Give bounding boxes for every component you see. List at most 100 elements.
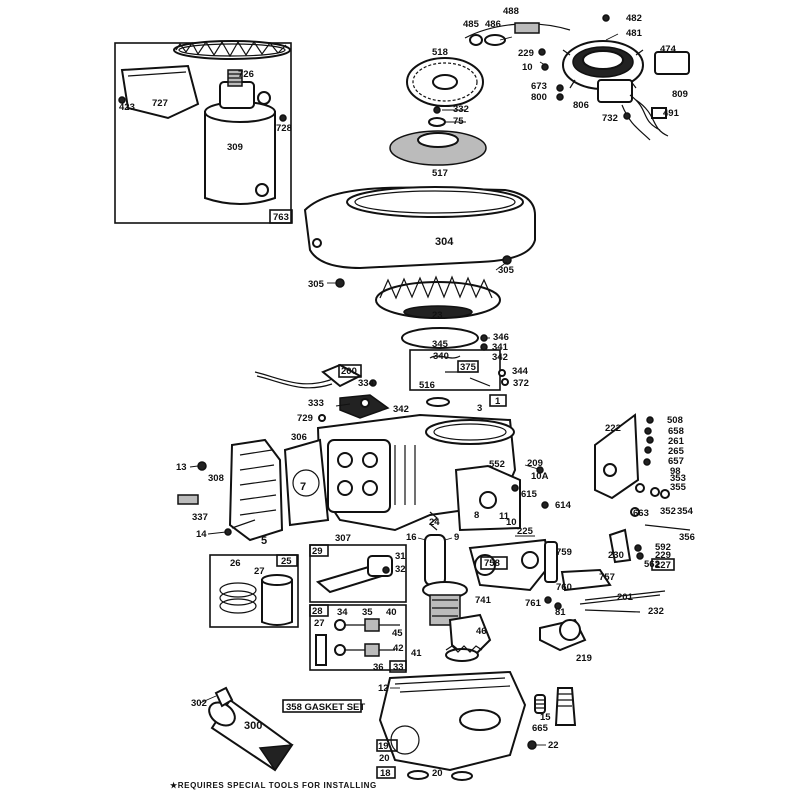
nut-332 — [433, 106, 441, 114]
label-482: 482 — [626, 13, 642, 24]
screw-305-right — [502, 255, 512, 265]
label-7: 7 — [300, 481, 306, 493]
label-758: 758 — [484, 558, 500, 569]
label-36: 36 — [373, 662, 384, 673]
part-491 — [651, 107, 667, 119]
label-726: 726 — [238, 69, 254, 80]
label-229-right: 229 — [655, 550, 671, 561]
label-757: 757 — [599, 572, 615, 583]
label-29-box — [309, 544, 329, 557]
label-28: 28 — [312, 606, 323, 617]
label-9: 9 — [454, 532, 459, 543]
oil-sump-12 — [378, 670, 527, 781]
label-474: 474 — [660, 44, 677, 55]
part-337 — [177, 494, 199, 505]
label-758-box — [480, 556, 508, 570]
label-673: 673 — [531, 81, 547, 92]
label-346: 346 — [493, 332, 509, 343]
label-22: 22 — [548, 740, 559, 751]
label-334: 334 — [358, 378, 375, 389]
label-229-top: 229 — [518, 48, 534, 59]
label-342-top: 342 — [492, 352, 508, 363]
label-309: 309 — [227, 142, 243, 153]
label-15: 15 — [540, 712, 551, 723]
label-344: 344 — [512, 366, 529, 377]
label-10-top: 10 — [522, 62, 533, 73]
label-488: 488 — [503, 6, 519, 17]
label-741: 741 — [475, 595, 492, 606]
label-305-right: 305 — [498, 265, 515, 276]
label-27-top: 27 — [254, 566, 265, 577]
label-615: 615 — [521, 489, 538, 500]
plate-345-group: 346 345 341 340 342 344 375 516 372 — [401, 327, 529, 391]
flywheel-23 — [375, 275, 501, 319]
leader-lines — [189, 33, 619, 746]
label-24: 24 — [429, 517, 440, 528]
label-763: 763 — [273, 212, 289, 223]
label-486: 486 — [485, 19, 501, 30]
label-491: 491 — [663, 108, 680, 119]
label-305-left: 305 — [308, 279, 325, 290]
label-200-box — [338, 364, 362, 378]
label-372: 372 — [513, 378, 529, 389]
label-358-gasket-set: 358 GASKET SET — [286, 702, 365, 713]
label-18-box — [376, 766, 396, 779]
label-517: 517 — [432, 168, 448, 179]
label-200: 200 — [341, 366, 357, 377]
oil-fill-group: 15 665 22 — [527, 687, 577, 751]
label-46: 46 — [476, 626, 487, 637]
piston-box-25: 25 26 27 — [209, 554, 299, 628]
label-12: 12 — [378, 683, 389, 694]
blower-housing-304 — [303, 186, 536, 270]
con-rod-box-29: 29 31 32 — [309, 544, 407, 603]
control-cable-200: 200 — [254, 363, 363, 389]
label-98: 98 — [670, 466, 681, 477]
label-729: 729 — [297, 413, 313, 424]
label-232: 232 — [648, 606, 664, 617]
label-45: 45 — [392, 628, 403, 639]
fitting-302 — [214, 686, 234, 708]
label-307: 307 — [335, 533, 351, 544]
label-375-box — [457, 360, 479, 373]
oil-filter-300 — [208, 686, 294, 772]
breather-group: 334 333 342 729 — [297, 378, 409, 424]
label-230: 230 — [608, 550, 624, 561]
label-355: 355 — [670, 482, 687, 493]
label-10-mid: 10 — [506, 517, 517, 528]
label-728: 728 — [276, 123, 292, 134]
part-485 — [469, 34, 483, 46]
label-20-bottom: 20 — [432, 768, 443, 779]
label-28-box — [309, 604, 329, 617]
label-806: 806 — [573, 100, 589, 111]
label-516: 516 — [419, 380, 435, 391]
ignition-group: 485 486 488 482 481 229 10 474 673 800 8… — [463, 6, 690, 141]
label-302: 302 — [191, 698, 207, 709]
label-227: 227 — [655, 560, 671, 571]
head-gasket-7 — [283, 438, 330, 527]
label-5: 5 — [261, 535, 267, 547]
label-8: 8 — [474, 510, 479, 521]
label-663: 663 — [633, 508, 649, 519]
label-341: 341 — [492, 342, 509, 353]
cylinder-head-308 — [228, 438, 284, 542]
label-481: 481 — [626, 28, 643, 39]
spark-plug-13 — [197, 461, 207, 471]
label-27-mid: 27 — [314, 618, 325, 629]
screw-305-left — [335, 278, 345, 288]
control-bracket-222: 508 222 658 261 265 657 98 353 355 663 3… — [594, 413, 695, 571]
label-33-box — [389, 660, 407, 673]
label-18: 18 — [380, 768, 391, 779]
label-75: 75 — [453, 116, 464, 127]
label-518: 518 — [432, 47, 448, 58]
part-488 — [514, 22, 540, 34]
cylinder-block-1: 1 3 306 — [291, 394, 517, 532]
screw-728 — [279, 114, 287, 122]
label-225: 225 — [517, 526, 534, 537]
label-592: 592 — [655, 542, 671, 553]
label-508: 508 — [667, 415, 683, 426]
label-342-mid: 342 — [393, 404, 409, 415]
label-763-box — [269, 209, 293, 224]
label-614: 614 — [555, 500, 572, 511]
label-33: 33 — [393, 662, 404, 673]
label-227-box — [651, 558, 675, 571]
